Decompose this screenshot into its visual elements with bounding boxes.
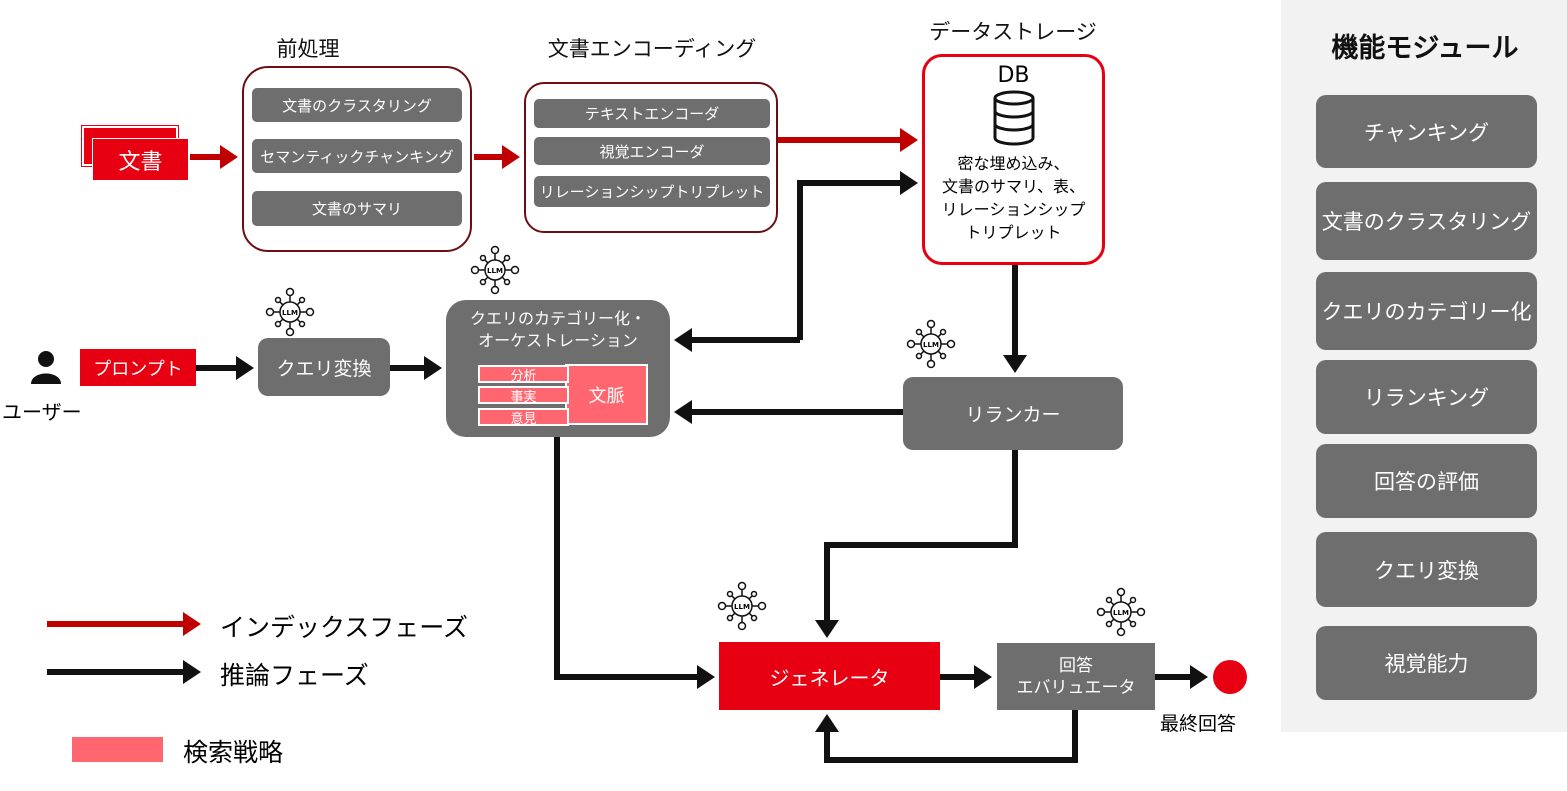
db-desc: リレーションシップ bbox=[941, 200, 1086, 219]
db-label: DB bbox=[997, 63, 1030, 88]
strategy-fact: 事実 bbox=[478, 386, 569, 405]
evaluator-label: エバリュエータ bbox=[1016, 677, 1136, 698]
strategy-opinion: 意見 bbox=[478, 408, 569, 427]
module-answer-eval: 回答の評価 bbox=[1316, 444, 1537, 518]
module-vision: 視覚能力 bbox=[1316, 626, 1537, 700]
evaluator-label: 回答 bbox=[1059, 655, 1093, 676]
query-transform-box: クエリ変換 bbox=[258, 338, 390, 396]
generator-box: ジェネレータ bbox=[719, 642, 940, 710]
modules-title: 機能モジュール bbox=[1331, 33, 1519, 64]
db-desc: 密な埋め込み、 bbox=[957, 154, 1070, 173]
svg-text:LLM: LLM bbox=[1113, 609, 1129, 617]
database-icon bbox=[993, 90, 1034, 146]
encoding-title: 文書エンコーディング bbox=[547, 37, 757, 61]
preprocess-item: 文書のサマリ bbox=[252, 191, 462, 226]
db-desc: トリプレット bbox=[965, 223, 1062, 242]
final-answer-label: 最終回答 bbox=[1160, 713, 1237, 735]
llm-icon: LLM bbox=[265, 287, 315, 337]
preprocess-item: 文書のクラスタリング bbox=[252, 88, 462, 122]
encoding-item: 視覚エンコーダ bbox=[534, 137, 770, 165]
llm-icon: LLM bbox=[1096, 587, 1146, 637]
module-clustering: 文書のクラスタリング bbox=[1316, 182, 1537, 260]
encoding-box bbox=[524, 82, 778, 233]
final-answer-dot bbox=[1213, 660, 1247, 694]
svg-text:LLM: LLM bbox=[282, 309, 298, 317]
preprocess-box bbox=[242, 66, 472, 252]
storage-title: データストレージ bbox=[929, 20, 1097, 44]
module-chunking: チャンキング bbox=[1316, 95, 1537, 168]
svg-text:LLM: LLM bbox=[487, 267, 503, 275]
encoding-item: テキストエンコーダ bbox=[534, 99, 770, 128]
preprocess-title: 前処理 bbox=[276, 37, 340, 61]
legend-strategy-label: 検索戦略 bbox=[183, 738, 284, 767]
arrow-feedback bbox=[815, 710, 1078, 763]
module-reranking: リランキング bbox=[1316, 360, 1537, 434]
arrow-orch-generator bbox=[554, 437, 715, 689]
svg-text:LLM: LLM bbox=[923, 341, 939, 349]
llm-icon: LLM bbox=[906, 319, 956, 369]
db-box: DB 密な埋め込み、 文書のサマリ、表、 リレーションシップ トリプレット bbox=[922, 54, 1105, 265]
orch-title: オーケストレーション bbox=[478, 331, 638, 350]
legend-strategy-swatch bbox=[72, 737, 163, 762]
preprocess-item: セマンティックチャンキング bbox=[252, 139, 462, 173]
llm-icon: LLM bbox=[470, 245, 520, 295]
db-desc: 文書のサマリ、表、 bbox=[941, 177, 1086, 196]
llm-icon: LLM bbox=[717, 581, 767, 631]
arrow-orch-db bbox=[797, 171, 918, 340]
strategy-analysis: 分析 bbox=[478, 365, 569, 384]
user-label: ユーザー bbox=[2, 400, 82, 424]
user-icon bbox=[31, 351, 61, 384]
reranker-box: リランカー bbox=[903, 377, 1123, 450]
svg-text:LLM: LLM bbox=[734, 603, 750, 611]
evaluator-box: 回答 エバリュエータ bbox=[997, 643, 1155, 710]
module-query-categorization: クエリのカテゴリー化 bbox=[1316, 272, 1537, 350]
prompt-box: プロンプト bbox=[80, 349, 196, 386]
orch-title: クエリのカテゴリー化・ bbox=[469, 309, 646, 328]
legend-index-label: インデックスフェーズ bbox=[220, 613, 469, 642]
module-query-transform: クエリ変換 bbox=[1316, 532, 1537, 607]
encoding-item: リレーションシップトリプレット bbox=[534, 176, 770, 207]
arrow-reranker-generator bbox=[815, 450, 1018, 638]
legend-inference-label: 推論フェーズ bbox=[220, 661, 369, 690]
context-box: 文脈 bbox=[565, 364, 648, 425]
document-icon: 文書 bbox=[92, 138, 189, 181]
